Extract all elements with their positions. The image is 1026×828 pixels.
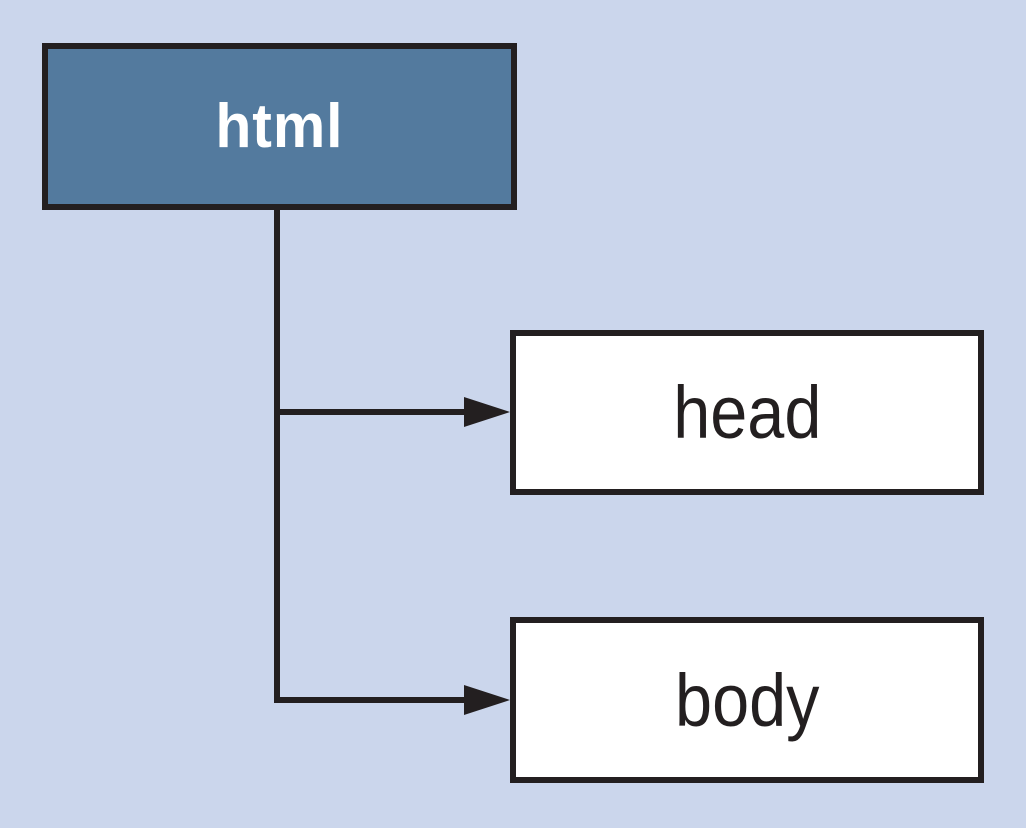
- connector-html-to-body-line: [277, 697, 466, 703]
- connector-html-to-head-line: [277, 409, 466, 415]
- arrowhead-icon: [464, 397, 510, 427]
- node-body: body: [510, 617, 984, 783]
- node-head-label: head: [672, 371, 822, 454]
- node-head: head: [510, 330, 984, 495]
- node-html-label: html: [215, 92, 344, 161]
- arrowhead-icon: [464, 685, 510, 715]
- node-body-label: body: [674, 658, 820, 742]
- node-html: html: [42, 43, 517, 210]
- connector-trunk-line: [274, 210, 280, 703]
